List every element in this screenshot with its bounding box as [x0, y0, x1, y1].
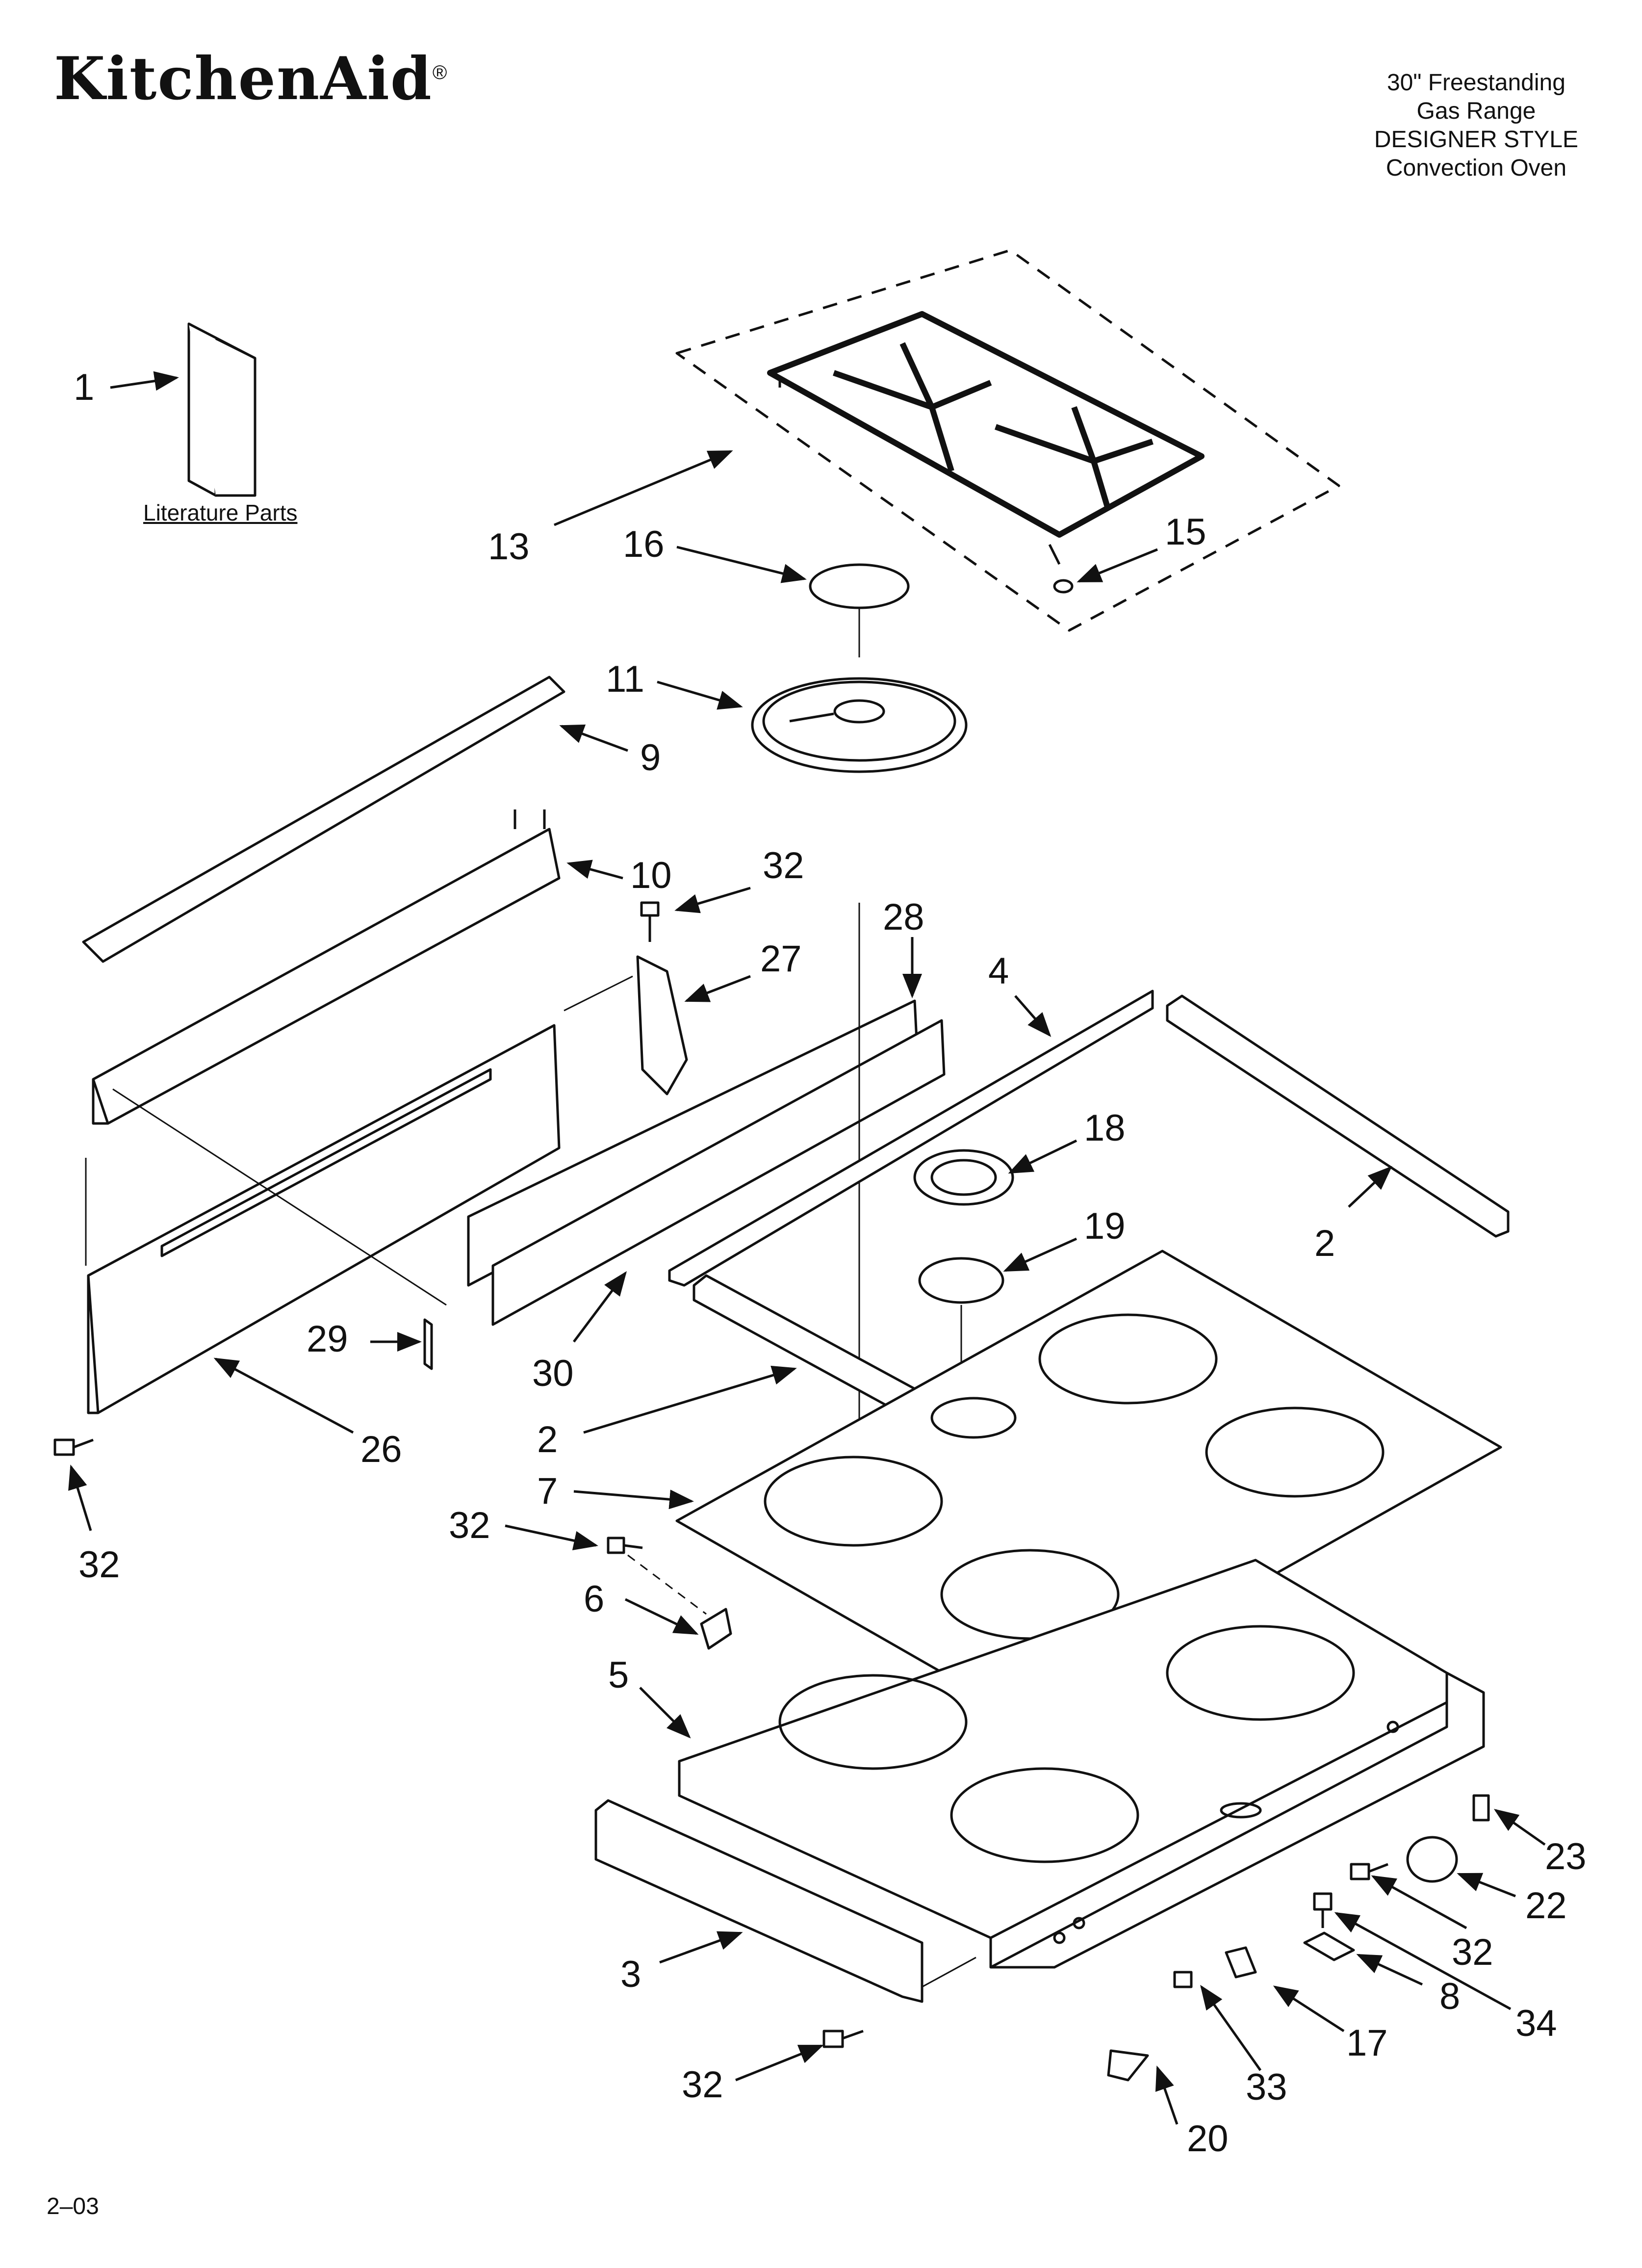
cooktop-frame	[678, 1559, 1485, 1969]
callout-32-mid: 32	[449, 1505, 490, 1546]
callout-2-right: 2	[1314, 1223, 1335, 1264]
callout-3: 3	[620, 1954, 641, 1995]
screw-32-left	[53, 1438, 94, 1456]
footer-code: 2–03	[47, 2193, 99, 2219]
callout-8: 8	[1439, 1976, 1460, 2017]
callout-1: 1	[74, 366, 94, 408]
literature-booklet	[187, 322, 257, 497]
burner-cap	[809, 563, 910, 609]
header-line-2: Gas Range	[1416, 98, 1536, 124]
callout-4: 4	[988, 950, 1009, 992]
callout-13: 13	[488, 526, 530, 568]
callout-7: 7	[537, 1470, 558, 1512]
callout-17: 17	[1346, 2022, 1388, 2064]
screw-32-bottom	[822, 2030, 864, 2048]
back-panel	[85, 1024, 561, 1414]
callout-29: 29	[307, 1318, 348, 1360]
callout-16: 16	[623, 523, 665, 565]
screw-23	[1472, 1794, 1490, 1822]
bracket-8	[1303, 1931, 1355, 1961]
callout-30: 30	[532, 1353, 574, 1394]
callout-18: 18	[1084, 1107, 1126, 1149]
callout-32-left: 32	[78, 1544, 120, 1586]
model-description: 30" Freestanding Gas Range DESIGNER STYL…	[1374, 69, 1578, 182]
spacer-clip	[423, 1318, 433, 1370]
burner-ring	[918, 1257, 1004, 1304]
screw-32-right	[1350, 1863, 1388, 1880]
callout-22: 22	[1525, 1885, 1567, 1927]
callout-32-right: 32	[1452, 1931, 1493, 1973]
callout-20: 20	[1187, 2118, 1229, 2160]
rear-trim-strip	[82, 676, 565, 963]
front-trim	[594, 1799, 924, 2003]
screw-34	[1313, 1892, 1333, 1928]
callout-32-bottom: 32	[682, 2064, 723, 2106]
callout-26: 26	[360, 1429, 402, 1470]
callout-23: 23	[1545, 1836, 1587, 1877]
header-line-1: 30" Freestanding	[1386, 70, 1565, 96]
burner-head	[913, 1149, 1014, 1206]
header-line-3: DESIGNER STYLE	[1374, 127, 1578, 153]
callout-28: 28	[883, 896, 924, 938]
cooktop-surface	[675, 1250, 1502, 1719]
logo-text: KitchenAid	[54, 44, 433, 113]
header-line-4: Convection Oven	[1385, 155, 1567, 181]
manifold-bracket	[92, 809, 561, 1125]
callout-2-middle: 2	[537, 1419, 558, 1460]
callout-15: 15	[1165, 511, 1206, 553]
insulation-strip-lower	[491, 1019, 946, 1326]
callout-10: 10	[630, 855, 672, 896]
leader-lines	[68, 371, 1546, 2125]
callout-34: 34	[1515, 2003, 1557, 2044]
switch-17	[1225, 1946, 1257, 1979]
callout-5: 5	[608, 1654, 629, 1696]
registered-mark: ®	[432, 62, 448, 83]
burner-spreader	[751, 677, 968, 773]
callout-6: 6	[584, 1578, 604, 1620]
literature-parts-label: Literature Parts	[143, 500, 298, 525]
clip-20	[1107, 2049, 1149, 2082]
screw-32-mid	[607, 1537, 643, 1554]
callout-33: 33	[1246, 2066, 1287, 2108]
side-bracket	[636, 955, 688, 1095]
side-rail-right	[1166, 994, 1510, 1238]
burner-grate	[675, 249, 1340, 632]
callout-27: 27	[760, 938, 802, 980]
callout-19: 19	[1084, 1205, 1126, 1247]
callout-32-top: 32	[763, 845, 804, 886]
brand-logo: KitchenAid®	[54, 44, 448, 113]
screw-32-top	[640, 901, 660, 942]
thermostat-22	[1406, 1836, 1458, 1883]
screw-33	[1173, 1971, 1193, 1988]
clip-6	[700, 1608, 732, 1650]
callout-9: 9	[640, 737, 661, 779]
rear-rail	[668, 990, 1154, 1287]
callout-11: 11	[606, 658, 644, 700]
